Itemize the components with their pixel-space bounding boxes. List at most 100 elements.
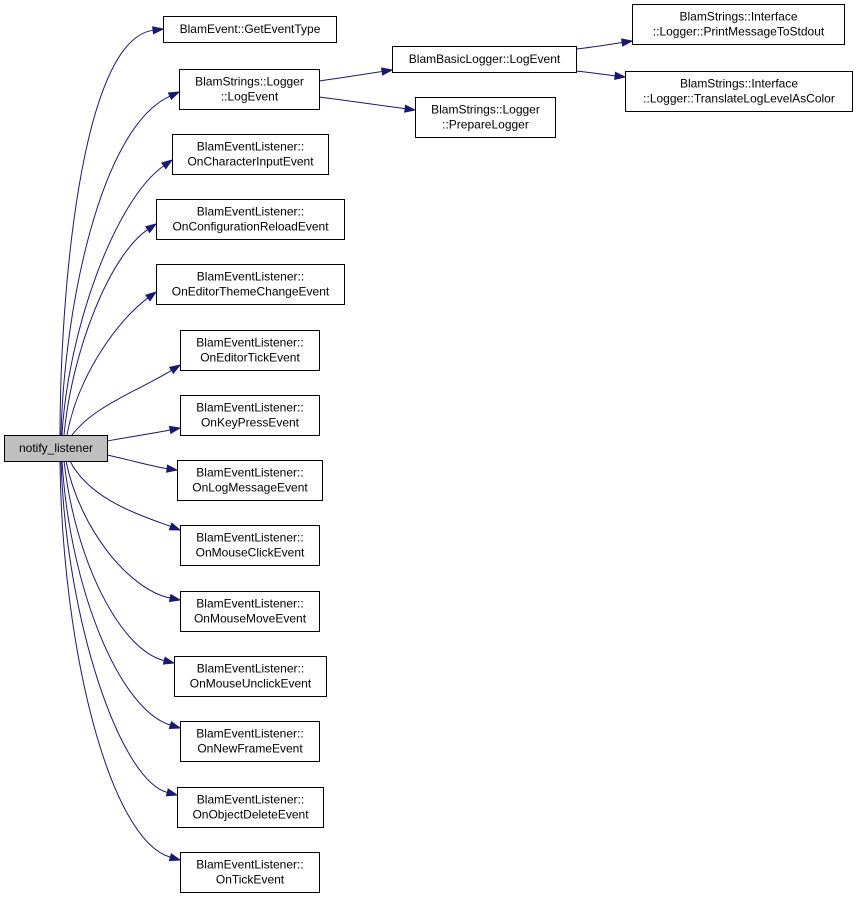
node-on-configuration-reload-event[interactable]: BlamEventListener::OnConfigurationReload… (156, 199, 345, 240)
arrow-head-icon (166, 464, 179, 473)
node-label-line: OnTickEvent (216, 873, 285, 887)
edge-line (61, 165, 165, 436)
arrow-head-icon (168, 522, 182, 531)
edge-notify-listener-to-on-mouse-click-event (69, 460, 182, 531)
node-on-editor-theme-change-event[interactable]: BlamEventListener::OnEditorThemeChangeEv… (156, 264, 345, 305)
arrow-head-icon (380, 67, 394, 76)
edge-strings-logger-log-event-to-prepare-logger (318, 96, 417, 113)
edge-line (106, 429, 171, 442)
node-get-event-type[interactable]: BlamEvent::GetEventType (163, 16, 337, 43)
node-label-line: OnObjectDeleteEvent (192, 808, 309, 822)
arrow-head-icon (168, 720, 182, 730)
arrow-head-icon (168, 593, 182, 603)
node-on-tick-event[interactable]: BlamEventListener::OnTickEvent (180, 852, 320, 893)
node-label-line: BlamEventListener:: (197, 662, 304, 676)
node-label-line: BlamEventListener:: (196, 597, 303, 611)
node-label-line: BlamEventListener:: (197, 205, 304, 219)
node-on-log-message-event[interactable]: BlamEventListener::OnLogMessageEvent (177, 460, 323, 501)
edge-line (61, 460, 171, 726)
node-on-object-delete-event[interactable]: BlamEventListener::OnObjectDeleteEvent (177, 787, 324, 828)
edge-notify-listener-to-on-editor-theme-change-event (66, 291, 158, 436)
edge-line (59, 460, 171, 858)
node-label-line: OnEditorTickEvent (200, 351, 300, 365)
arrow-head-icon (144, 223, 158, 234)
node-strings-logger-log-event[interactable]: BlamStrings::Logger::LogEvent (179, 69, 320, 110)
node-box (174, 656, 327, 697)
node-label-line: BlamEventListener:: (197, 793, 304, 807)
arrow-head-icon (145, 291, 158, 302)
arrow-head-icon (404, 104, 417, 113)
node-translate-log-level-as-color[interactable]: BlamStrings::Interface::Logger::Translat… (625, 71, 853, 112)
arrow-head-icon (162, 656, 176, 665)
node-label-line: OnMouseMoveEvent (194, 612, 307, 626)
node-label-line: BlamEventListener:: (196, 466, 303, 480)
node-prepare-logger[interactable]: BlamStrings::Logger::PrepareLogger (415, 97, 556, 138)
node-on-new-frame-event[interactable]: BlamEventListener::OnNewFrameEvent (180, 721, 320, 762)
node-on-key-press-event[interactable]: BlamEventListener::OnKeyPressEvent (180, 395, 320, 436)
edge-line (318, 70, 383, 82)
edge-line (66, 297, 149, 436)
edge-line (59, 29, 154, 436)
node-label-line: OnLogMessageEvent (192, 481, 308, 495)
node-label-line: OnConfigurationReloadEvent (172, 220, 329, 234)
edge-notify-listener-to-on-key-press-event (106, 425, 182, 442)
nodes-layer: notify_listenerBlamEvent::GetEventTypeBl… (4, 4, 853, 893)
node-label-line: OnKeyPressEvent (201, 416, 300, 430)
edge-line (60, 95, 171, 436)
edge-notify-listener-to-on-mouse-unclick-event (63, 460, 176, 665)
node-on-mouse-click-event[interactable]: BlamEventListener::OnMouseClickEvent (180, 525, 320, 566)
node-box (4, 435, 108, 462)
edge-notify-listener-to-strings-logger-log-event (60, 91, 181, 436)
node-box (172, 134, 329, 175)
node-label-line: OnCharacterInputEvent (187, 155, 314, 169)
edge-notify-listener-to-on-new-frame-event (61, 460, 182, 730)
node-label-line: BlamEventListener:: (196, 531, 303, 545)
node-label-line: BlamEventListener:: (197, 270, 304, 284)
edge-line (575, 70, 616, 77)
arrow-head-icon (160, 159, 174, 170)
edge-line (106, 454, 168, 470)
node-box (180, 721, 320, 762)
node-on-editor-tick-event[interactable]: BlamEventListener::OnEditorTickEvent (180, 330, 320, 371)
node-on-character-input-event[interactable]: BlamEventListener::OnCharacterInputEvent (172, 134, 329, 175)
node-label-line: notify_listener (19, 441, 93, 455)
edge-line (60, 460, 168, 793)
arrow-head-icon (167, 91, 181, 101)
edge-notify-listener-to-get-event-type (59, 26, 165, 436)
node-on-mouse-unclick-event[interactable]: BlamEventListener::OnMouseUnclickEvent (174, 656, 327, 697)
node-on-mouse-move-event[interactable]: BlamEventListener::OnMouseMoveEvent (180, 591, 320, 632)
node-label-line: ::LogEvent (221, 90, 279, 104)
node-label-line: OnMouseClickEvent (196, 546, 305, 560)
node-box (392, 46, 577, 73)
node-box (156, 199, 345, 240)
node-label-line: BlamStrings::Logger (431, 103, 540, 117)
node-box (180, 591, 320, 632)
node-basic-logger-log-event[interactable]: BlamBasicLogger::LogEvent (392, 46, 577, 73)
node-label-line: BlamBasicLogger::LogEvent (409, 52, 561, 66)
edge-notify-listener-to-on-tick-event (59, 460, 182, 862)
edges-layer (59, 26, 634, 862)
node-box (632, 4, 845, 45)
edge-line (69, 460, 171, 527)
node-box (625, 71, 853, 112)
node-label-line: BlamEvent::GetEventType (180, 22, 321, 36)
node-box (177, 460, 323, 501)
edge-line (63, 229, 148, 436)
arrow-head-icon (168, 425, 182, 435)
node-box (180, 330, 320, 371)
node-label-line: BlamEventListener:: (196, 401, 303, 415)
node-box (163, 16, 337, 43)
node-label-line: OnNewFrameEvent (197, 742, 303, 756)
edge-line (63, 460, 165, 662)
edge-basic-logger-log-event-to-print-message-to-stdout (575, 38, 634, 50)
node-label-line: BlamStrings::Interface (679, 10, 797, 24)
node-label-line: BlamStrings::Logger (195, 75, 304, 89)
node-notify-listener[interactable]: notify_listener (4, 435, 108, 462)
node-label-line: BlamEventListener:: (197, 140, 304, 154)
node-box (415, 97, 556, 138)
node-label-line: BlamStrings::Interface (680, 77, 798, 91)
node-label-line: ::PrepareLogger (442, 118, 529, 132)
node-print-message-to-stdout[interactable]: BlamStrings::Interface::Logger::PrintMes… (632, 4, 845, 45)
arrow-head-icon (168, 853, 182, 862)
